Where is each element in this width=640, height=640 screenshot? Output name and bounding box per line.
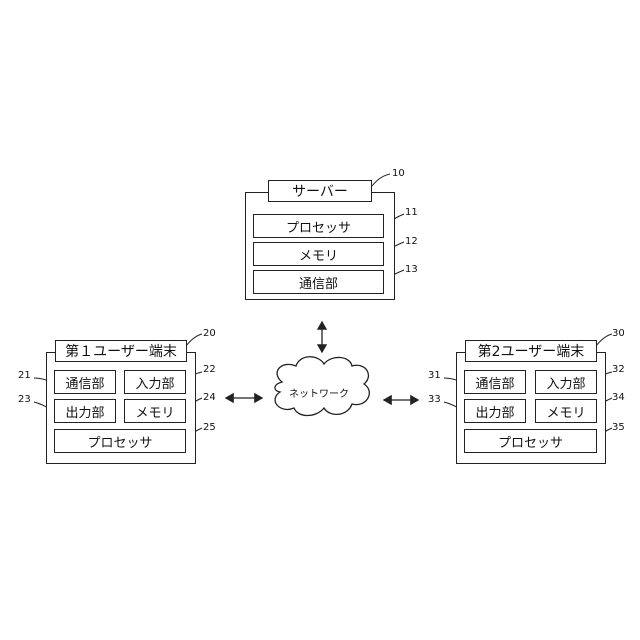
terminal1-title: 第１ユーザー端末 [55,340,187,362]
terminal2-title: 第2ユーザー端末 [465,340,597,362]
network-label: ネットワーク [289,385,349,400]
terminal1-ref: 20 [203,328,216,339]
terminal2-processor: プロセッサ [464,429,597,453]
terminal2-comm-ref: 31 [428,370,441,381]
terminal1-memory-ref: 24 [203,392,216,403]
server-title: サーバー [268,180,372,202]
server-memory-ref: 12 [405,236,418,247]
terminal1-memory: メモリ [124,399,186,423]
terminal2-output-unit: 出力部 [464,399,526,423]
terminal1-output-ref: 23 [18,394,31,405]
terminal1-communication-unit: 通信部 [54,370,116,394]
terminal1-input-ref: 22 [203,364,216,375]
terminal1-processor-ref: 25 [203,422,216,433]
server-memory: メモリ [253,242,384,266]
terminal2-input-ref: 32 [612,364,625,375]
terminal2-memory: メモリ [535,399,597,423]
terminal2-output-ref: 33 [428,394,441,405]
terminal1-output-unit: 出力部 [54,399,116,423]
terminal2-input-unit: 入力部 [535,370,597,394]
terminal1-comm-ref: 21 [18,370,31,381]
terminal1-input-unit: 入力部 [124,370,186,394]
server-communication-unit: 通信部 [253,270,384,294]
terminal1-processor: プロセッサ [54,429,186,453]
terminal2-processor-ref: 35 [612,422,625,433]
terminal2-memory-ref: 34 [612,392,625,403]
server-comm-ref: 13 [405,264,418,275]
terminal2-communication-unit: 通信部 [464,370,526,394]
server-ref: 10 [392,168,405,179]
terminal2-ref: 30 [612,328,625,339]
server-processor-ref: 11 [405,207,418,218]
server-processor: プロセッサ [253,214,384,238]
